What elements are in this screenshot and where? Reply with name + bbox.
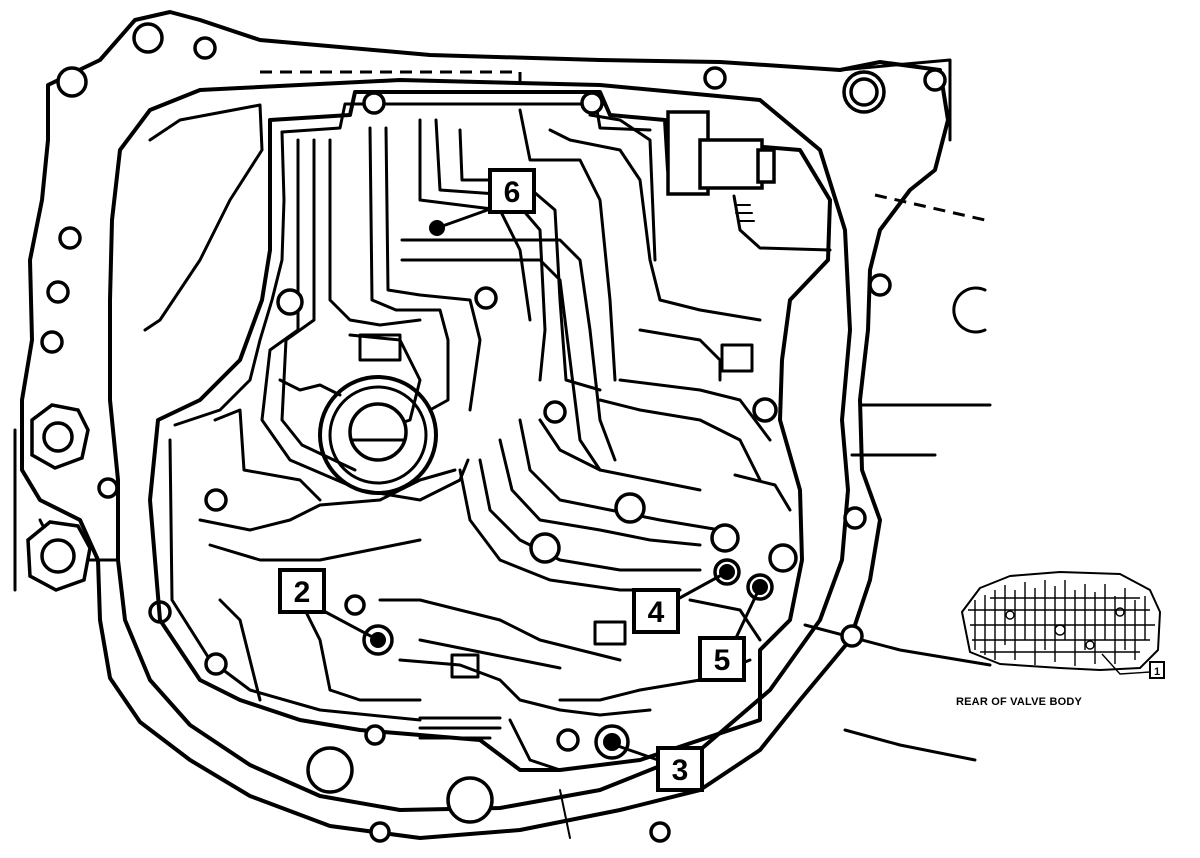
solenoid-connector bbox=[666, 110, 832, 252]
bottom-bolts bbox=[306, 746, 494, 824]
inset-caption: REAR OF VALVE BODY bbox=[956, 696, 1083, 708]
inset-valve-body-thumbnail: 1 bbox=[961, 571, 1165, 679]
callout-4: 4 bbox=[632, 588, 680, 634]
hex-bolt-lower bbox=[26, 520, 92, 592]
valve-body-holes bbox=[204, 91, 798, 752]
case-bolt-holes bbox=[40, 22, 947, 843]
callout-6: 6 bbox=[488, 168, 536, 214]
svg-text:3: 3 bbox=[672, 754, 689, 787]
centre-boss bbox=[318, 375, 438, 495]
svg-text:5: 5 bbox=[714, 644, 731, 677]
hex-bolt-upper bbox=[30, 403, 90, 470]
svg-text:2: 2 bbox=[294, 576, 311, 609]
svg-text:4: 4 bbox=[648, 596, 665, 629]
check-ball-3 bbox=[603, 733, 621, 751]
fluid-passages bbox=[198, 108, 792, 772]
leader-lines bbox=[316, 206, 762, 762]
svg-text:1: 1 bbox=[1154, 666, 1160, 678]
svg-text:6: 6 bbox=[504, 176, 521, 209]
callout-3: 3 bbox=[656, 746, 704, 792]
callout-2: 2 bbox=[278, 568, 326, 614]
callout-5: 5 bbox=[698, 636, 746, 682]
transmission-case-outline bbox=[13, 10, 992, 840]
